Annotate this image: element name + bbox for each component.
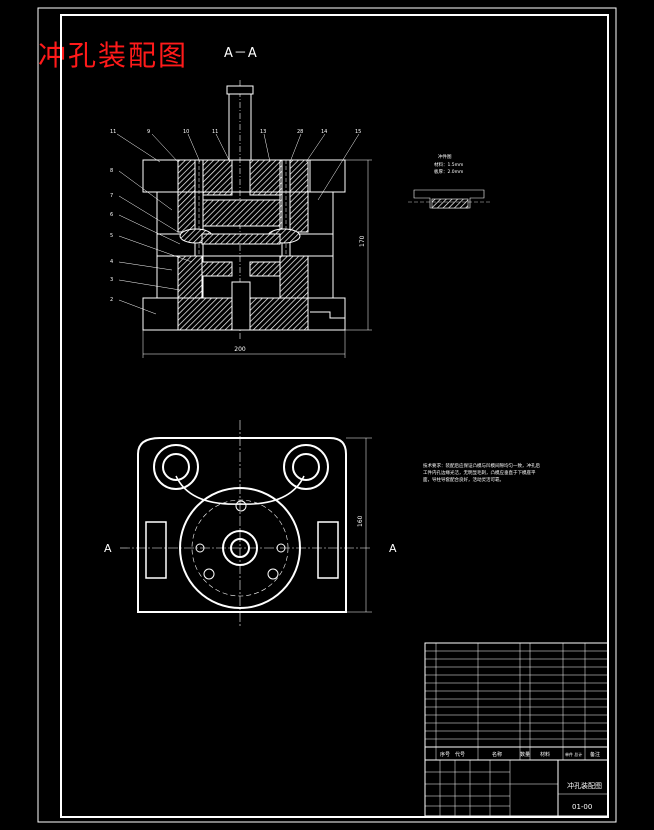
dim-plan-height: 160 — [357, 515, 364, 527]
balloon: 6 — [110, 212, 113, 218]
cut-marker-right: A — [389, 542, 397, 555]
workpiece-note-2: 材料：1.5mm — [434, 161, 463, 168]
balloon: 4 — [110, 259, 113, 265]
tb-col-qty: 数量 — [520, 751, 530, 758]
section-label: A－A — [224, 46, 258, 61]
outer-frame — [37, 7, 617, 823]
tb-col-remark: 备注 — [590, 751, 600, 758]
plan-view — [120, 420, 372, 628]
title-block-name: 冲孔装配图 — [567, 781, 602, 790]
tb-col-weight: 单件 总计 — [565, 751, 582, 757]
guide-boss-right — [283, 444, 329, 490]
balloon: 9 — [147, 129, 150, 135]
balloon: 15 — [355, 129, 361, 135]
dim-overall-height: 170 — [359, 235, 366, 247]
balloon: 2 — [110, 297, 113, 303]
balloon-labels: 11 9 10 11 13 28 14 15 8 7 6 5 4 3 2 — [110, 129, 361, 303]
balloon: 5 — [110, 233, 113, 239]
workpiece-note-1: 冲件图 — [438, 153, 452, 160]
balloon: 3 — [110, 277, 113, 283]
die-base-outline — [137, 437, 347, 613]
balloon: 28 — [297, 129, 303, 135]
balloon: 13 — [260, 129, 266, 135]
tech-requirements-note: 技术要求：装配后应保证凸模与凹模间隙均匀一致，冲孔后工件内孔边缘光洁，无明显毛刺… — [423, 464, 540, 483]
balloon: 8 — [110, 168, 113, 174]
drawing-title: 冲孔装配图 — [38, 39, 189, 72]
balloon: 14 — [321, 129, 327, 135]
tb-col-material: 材料 — [540, 751, 550, 758]
tb-col-code: 代号 — [455, 751, 465, 758]
balloon: 11 — [110, 129, 116, 135]
cut-marker-left: A — [104, 542, 112, 555]
inner-frame — [60, 14, 609, 818]
balloon: 10 — [183, 129, 189, 135]
balloon: 11 — [212, 129, 218, 135]
guide-boss-left — [153, 444, 199, 490]
tb-col-name: 名称 — [492, 751, 502, 758]
dim-overall-width: 200 — [234, 346, 246, 353]
balloon: 7 — [110, 193, 113, 199]
tb-col-no: 序号 — [440, 751, 450, 758]
workpiece-note-3: 板厚：2.0mm — [434, 168, 463, 175]
title-block-number: 01-00 — [572, 803, 592, 811]
balloon-leaders — [116, 133, 360, 315]
section-view — [142, 80, 372, 358]
parts-list — [424, 642, 609, 817]
workpiece-detail — [408, 189, 492, 209]
